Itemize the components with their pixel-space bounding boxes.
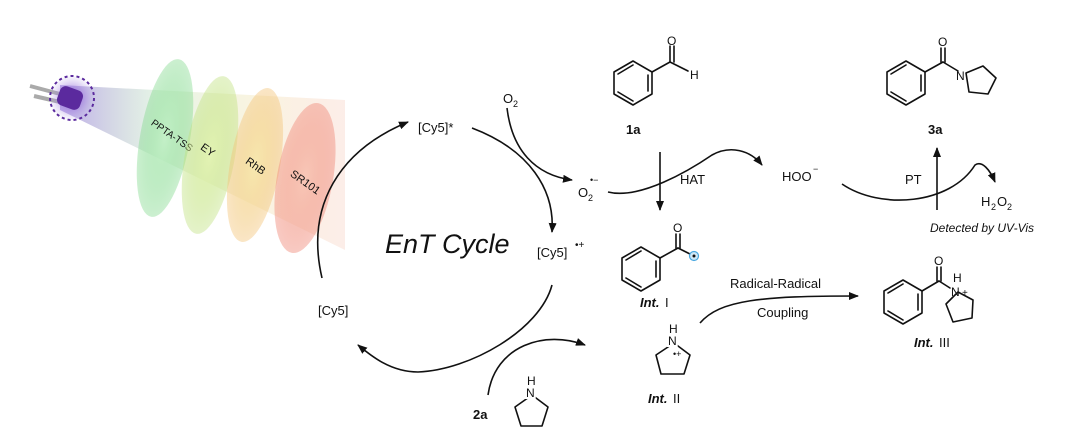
svg-text:2: 2: [1007, 202, 1012, 212]
compound-2a-label: 2a: [473, 407, 488, 422]
coupling-label: Coupling: [757, 305, 808, 320]
svg-text:O: O: [938, 35, 947, 49]
superoxide-to-hoo-arrow: [607, 149, 763, 195]
svg-text:Int.: Int.: [648, 391, 668, 406]
svg-text:HOO: HOO: [782, 169, 812, 184]
svg-text:I: I: [665, 295, 669, 310]
cycle-arc-reduction: [357, 284, 553, 373]
dye-disc-ey: EY: [181, 76, 239, 234]
svg-text:−: −: [813, 164, 818, 174]
amine-in-arrow: [487, 338, 586, 396]
int3-label: Int. III: [914, 335, 950, 350]
svg-text:•+: •+: [673, 349, 681, 359]
svg-text:N: N: [526, 386, 535, 400]
svg-text:O: O: [997, 194, 1007, 209]
cycle-title: EnT Cycle: [385, 229, 510, 259]
svg-text:O: O: [934, 254, 943, 268]
coupling-step: Radical-Radical Coupling: [699, 276, 859, 324]
radical-radical-label: Radical-Radical: [730, 276, 821, 291]
svg-text:O: O: [578, 185, 588, 200]
hoo-label: HOO −: [782, 164, 818, 184]
superoxide-label: O 2 •−: [578, 175, 598, 203]
compound-3a-structure: O N: [886, 35, 997, 106]
svg-text:H: H: [527, 374, 536, 388]
svg-text:[Cy5]: [Cy5]: [537, 245, 567, 260]
svg-text:O: O: [667, 34, 676, 48]
compound-2a-structure: N N H: [514, 374, 549, 427]
svg-text:N: N: [956, 69, 965, 83]
species-radical-cation: [Cy5] •+: [537, 240, 585, 260]
cycle-arc-excitation: [317, 121, 409, 279]
svg-text:H: H: [981, 194, 990, 209]
compound-1a-label: 1a: [626, 122, 641, 137]
int3-structure: O N H +: [883, 254, 974, 325]
svg-text:O: O: [503, 91, 513, 106]
int1-label: Int. I: [640, 295, 669, 310]
hoo-to-h2o2-arrow: [841, 163, 996, 201]
compound-3a-label: 3a: [928, 122, 943, 137]
detected-note: Detected by UV-Vis: [930, 221, 1034, 235]
svg-text:•+: •+: [575, 240, 585, 251]
species-ground: [Cy5]: [318, 303, 348, 318]
svg-text:N: N: [526, 386, 535, 400]
hat-label: HAT: [680, 172, 705, 187]
catalytic-cycle: EnT Cycle [Cy5]* [Cy5] •+ [Cy5] O 2 O 2 …: [317, 91, 598, 396]
svg-text:2: 2: [991, 202, 996, 212]
svg-text:•−: •−: [590, 175, 598, 185]
svg-text:2: 2: [588, 193, 593, 203]
species-excited: [Cy5]*: [418, 120, 453, 135]
int2-label: Int. II: [648, 391, 680, 406]
svg-text:2: 2: [513, 99, 518, 109]
svg-text:O: O: [673, 221, 682, 235]
pt-step: PT H 2 O 2 Detected by UV-Vis: [841, 147, 1034, 235]
hat-step: HAT HOO −: [607, 149, 818, 211]
int2-structure: N N H •+: [655, 322, 691, 375]
svg-text:II: II: [673, 391, 680, 406]
dye-disc-pptatss: PPTA-TSS: [136, 59, 195, 217]
svg-text:H: H: [953, 271, 962, 285]
svg-text:Int.: Int.: [640, 295, 660, 310]
svg-text:H: H: [690, 68, 699, 82]
int1-structure: O: [621, 221, 700, 292]
svg-text:N: N: [668, 334, 677, 348]
svg-text:Int.: Int.: [914, 335, 934, 350]
svg-text:III: III: [939, 335, 950, 350]
svg-text:N: N: [668, 334, 677, 348]
cycle-arc-oxidation: [471, 127, 557, 233]
o2-in-arrow: [506, 107, 573, 183]
o2-label: O 2: [503, 91, 518, 109]
coupling-arrow: [699, 292, 859, 324]
dye-disc-rhb: RhB: [226, 88, 284, 242]
led-icon: [29, 75, 95, 121]
svg-text:N: N: [951, 285, 960, 299]
h2o2-label: H 2 O 2: [981, 194, 1012, 212]
svg-text:+: +: [962, 288, 968, 299]
svg-text:H: H: [669, 322, 678, 336]
pt-label: PT: [905, 172, 922, 187]
compound-1a-structure: O H: [613, 34, 699, 106]
light-source-group: PPTA-TSS EY RhB SR101: [29, 59, 345, 254]
